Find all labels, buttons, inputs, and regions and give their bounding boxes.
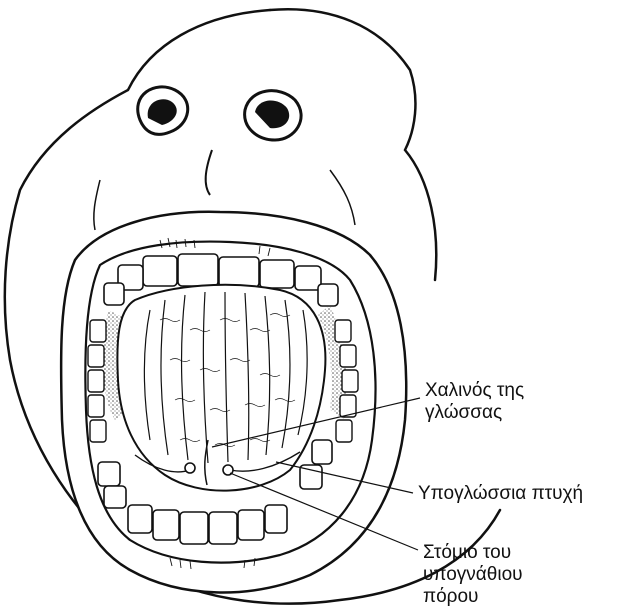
duct-opening-label-line2: υπογνάθιου <box>423 564 523 586</box>
duct-opening-left <box>185 463 195 473</box>
duct-opening-label: Στόμιο του υπογνάθιου πόρου <box>423 542 523 608</box>
sublingual-fold-label: Υπογλώσσια πτυχή <box>418 483 583 505</box>
nose-bridge <box>206 150 212 195</box>
nasolabial-left <box>94 180 100 230</box>
frenulum-label-line2: γλώσσας <box>425 402 524 424</box>
frenulum-label: Χαλινός της γλώσσας <box>425 380 524 424</box>
frenulum-label-line1: Χαλινός της <box>425 380 524 402</box>
duct-opening-label-line1: Στόμιο του <box>423 542 523 564</box>
nasolabial-right <box>330 170 355 225</box>
duct-opening-label-line3: πόρου <box>423 586 523 608</box>
sublingual-fold-label-line1: Υπογλώσσια πτυχή <box>418 483 583 505</box>
